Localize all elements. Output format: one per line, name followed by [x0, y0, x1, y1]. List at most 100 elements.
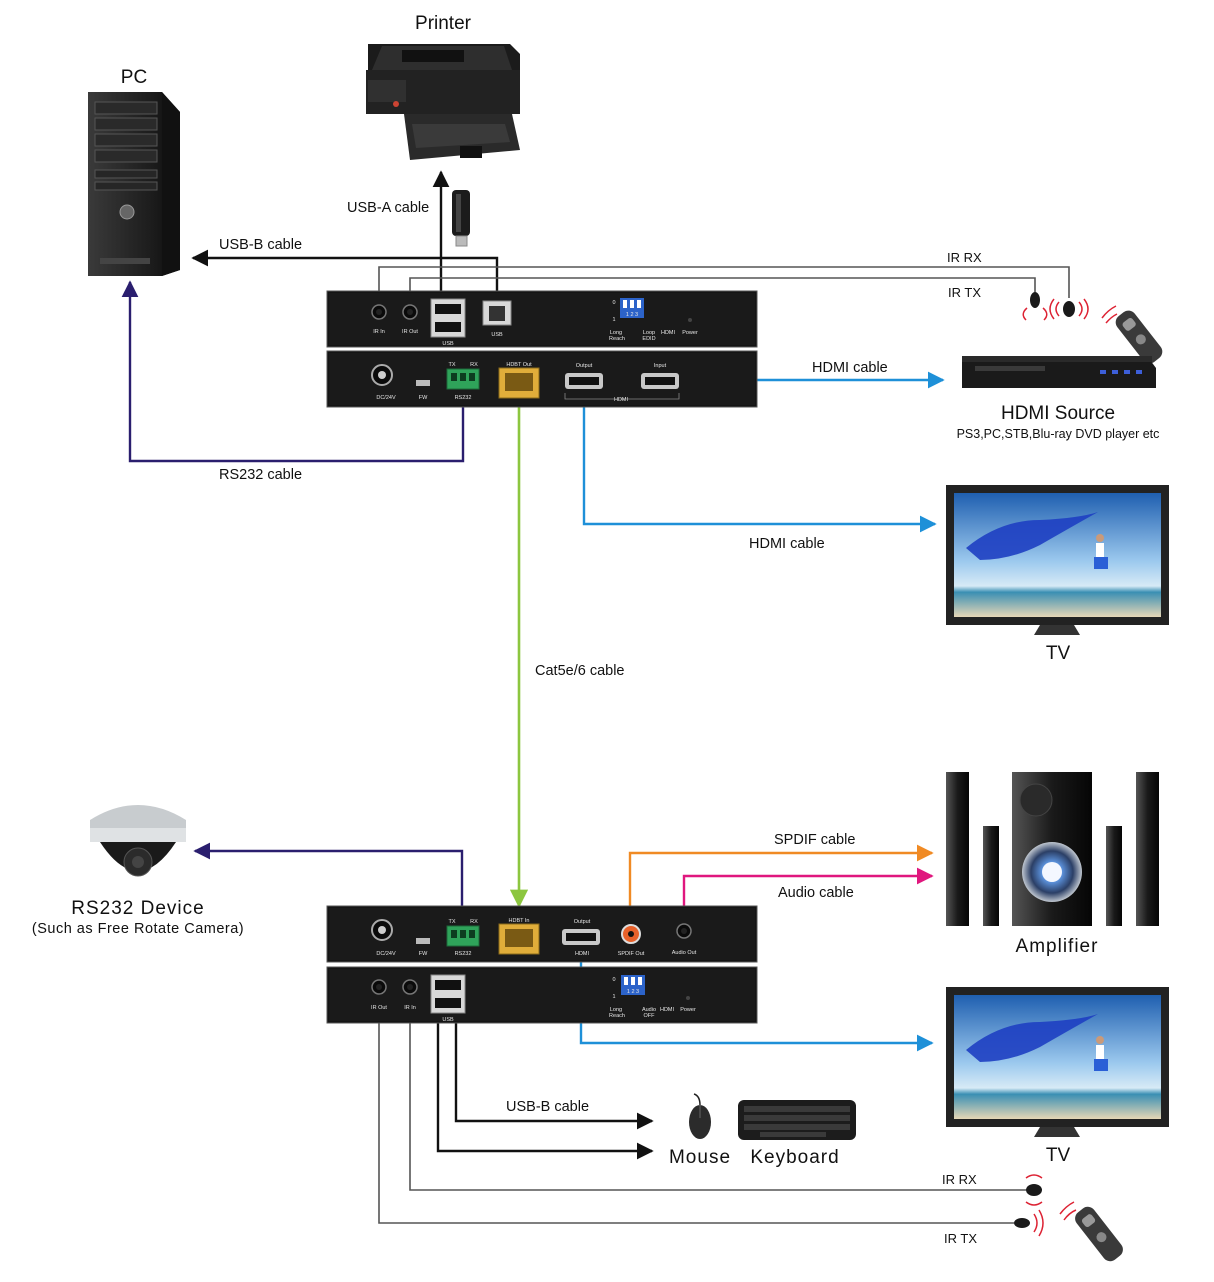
- hdmi-source-label: HDMI Source: [1001, 403, 1115, 424]
- hdmi-source-icon: [962, 356, 1156, 388]
- spdif-cable: [628, 844, 934, 926]
- usb-stick-icon: [452, 190, 470, 247]
- rs232-device-label: RS232 Device: [71, 898, 204, 919]
- rs232-cable-bottom: [193, 842, 464, 926]
- ir-emitter-icon-bottom: [1014, 1209, 1044, 1237]
- panel-port-label: 1: [612, 317, 615, 323]
- panel-port-label: HDBT In: [509, 918, 530, 924]
- pc-icon: [88, 92, 180, 276]
- panel-port-label: FW: [419, 395, 428, 401]
- panel-port-label: 0: [612, 977, 615, 983]
- panel-port-label: IR Out: [371, 1005, 387, 1011]
- hdmi-output-cable-top: [582, 394, 937, 533]
- tv-icon-top: [946, 485, 1169, 635]
- keyboard-label: Keyboard: [750, 1147, 839, 1168]
- panel-port-label: EDID: [642, 336, 655, 342]
- power-led: [688, 318, 692, 322]
- panel-port-label: Audio Out: [672, 950, 697, 956]
- ir-rx-cable-top: [378, 266, 1070, 298]
- remote-control-icon-bottom: [1059, 1201, 1123, 1262]
- ir-emitter-icon-top: [1022, 292, 1048, 321]
- panel-port-label: Long: [610, 330, 622, 336]
- ir-rx-cable-bottom: [409, 1012, 1026, 1191]
- panel-port-label: IR Out: [402, 329, 418, 335]
- usb-b-cable-top: [191, 249, 499, 300]
- panel-port-label: RX: [470, 919, 478, 925]
- tv-top-label: TV: [1046, 643, 1071, 664]
- panel-port-label: USB: [442, 1017, 454, 1023]
- panel-port-label: RS232: [455, 951, 472, 957]
- ir-receiver-icon-bottom: [1025, 1174, 1043, 1206]
- keyboard-icon: [738, 1100, 856, 1140]
- panel-port-label: HDBT Out: [506, 362, 532, 368]
- panel-port-label: Output: [576, 363, 593, 369]
- transmitter-front-panel: IR In IR Out USB USB 0 1 1 2 3 Long Reac…: [326, 290, 758, 348]
- mouse-label: Mouse: [669, 1147, 731, 1168]
- panel-port-label: TX: [448, 362, 455, 368]
- ir-tx-cable-bottom: [378, 1012, 1014, 1224]
- panel-port-label: 1 2 3: [627, 989, 639, 995]
- rs232-device-subtitle: (Such as Free Rotate Camera): [32, 921, 244, 937]
- panel-port-label: Reach: [609, 336, 625, 342]
- power-led-rx: [686, 996, 690, 1000]
- ir-tx-top-label: IR TX: [948, 285, 981, 300]
- panel-port-label: Loop: [643, 330, 655, 336]
- rs232-cable: [121, 280, 465, 463]
- panel-port-label: Power: [682, 330, 698, 336]
- hdmi-source-subtitle: PS3,PC,STB,Blu-ray DVD player etc: [957, 427, 1160, 441]
- hdmi-input-cable-label: HDMI cable: [812, 360, 888, 376]
- panel-port-label: DC/24V: [376, 951, 396, 957]
- transmitter-rear-panel: DC/24V FW TX RX RS232 HDBT Out Output In…: [326, 350, 758, 408]
- panel-port-label: Power: [680, 1007, 696, 1013]
- panel-port-label: Input: [654, 363, 667, 369]
- panel-port-label: HDMI: [661, 330, 676, 336]
- panel-port-label: Reach: [609, 1013, 625, 1019]
- amplifier-label: Amplifier: [1016, 936, 1099, 957]
- panel-port-label: HDMI: [575, 951, 590, 957]
- ir-tx-cable-top: [409, 277, 1036, 298]
- panel-port-label: FW: [419, 951, 428, 957]
- pc-label: PC: [121, 67, 147, 88]
- panel-port-label: IR In: [373, 329, 385, 335]
- panel-port-label: DC/24V: [376, 395, 396, 401]
- remote-control-icon-top: [1101, 305, 1163, 364]
- panel-port-label: Output: [574, 919, 591, 925]
- usb-b-cable-top-label: USB-B cable: [219, 237, 302, 253]
- audio-cable-label: Audio cable: [778, 885, 854, 901]
- usb-a-cable-label: USB-A cable: [347, 200, 429, 216]
- panel-port-label: Audio: [642, 1007, 656, 1013]
- receiver-rear-panel: DC/24V FW TX RX RS232 HDBT In Output HDM…: [326, 905, 758, 963]
- fw-port-rx: [416, 938, 430, 944]
- panel-port-label: USB: [442, 341, 454, 347]
- panel-port-label: 1 2 3: [626, 312, 638, 318]
- usb-b-cable-bottom-2: [436, 1016, 654, 1160]
- receiver-front-panel: IR Out IR In USB 0 1 1 2 3 Long Reach Au…: [326, 966, 758, 1024]
- panel-port-label: USB: [491, 332, 503, 338]
- fw-port: [416, 380, 430, 386]
- panel-port-label: OFF: [644, 1013, 656, 1019]
- usb-b-cable-bottom-label: USB-B cable: [506, 1099, 589, 1115]
- panel-port-label: HDMI: [614, 397, 629, 403]
- tv-icon-bottom: [946, 987, 1169, 1137]
- ir-rx-top-label: IR RX: [947, 250, 982, 265]
- panel-port-label: 1: [612, 994, 615, 1000]
- panel-port-label: IR In: [404, 1005, 416, 1011]
- panel-port-label: Long: [610, 1007, 622, 1013]
- ir-tx-bottom-label: IR TX: [944, 1231, 977, 1246]
- panel-port-label: TX: [448, 919, 455, 925]
- printer-label: Printer: [415, 13, 472, 34]
- rs232-cable-label: RS232 cable: [219, 467, 302, 483]
- panel-port-label: RS232: [455, 395, 472, 401]
- spdif-cable-label: SPDIF cable: [774, 832, 855, 848]
- usb-b-cable-bottom-1: [454, 1016, 654, 1130]
- cat-cable-label: Cat5e/6 cable: [535, 663, 624, 679]
- tv-bottom-label: TV: [1046, 1145, 1071, 1166]
- panel-port-label: SPDIF Out: [618, 951, 645, 957]
- panel-port-label: 0: [612, 300, 615, 306]
- amplifier-icon: [946, 772, 1159, 926]
- hdmi-output-top-label: HDMI cable: [749, 536, 825, 552]
- ir-rx-bottom-label: IR RX: [942, 1172, 977, 1187]
- printer-icon: [366, 44, 520, 160]
- panel-port-label: HDMI: [660, 1007, 675, 1013]
